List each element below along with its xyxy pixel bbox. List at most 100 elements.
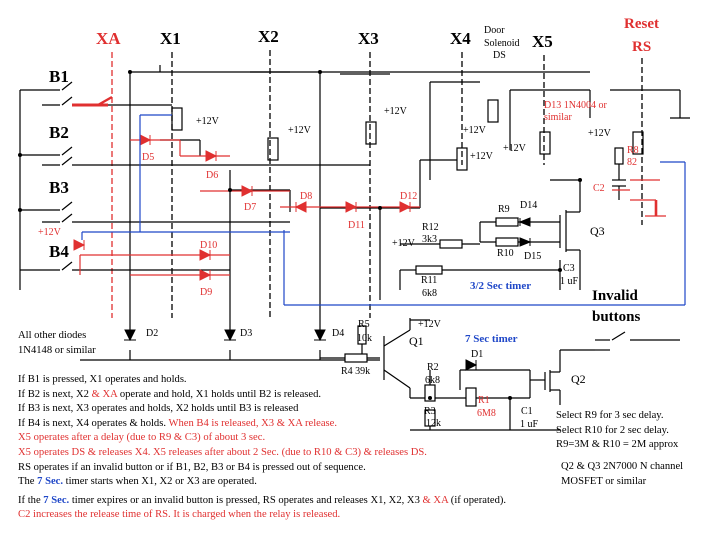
v12-label: +12V: [503, 143, 527, 154]
note-text-blue: 7 Sec.: [43, 494, 70, 506]
r4-label: R4 39k: [341, 366, 370, 377]
reset-label-1: Reset: [624, 16, 659, 32]
d2-label: D2: [146, 328, 158, 339]
delay-note-3: R9=3M & R10 = 2M approx: [556, 439, 679, 451]
r5-label: R5: [358, 319, 370, 330]
diode-note-line-2: 1N4148 or similar: [18, 344, 96, 356]
relay-xa-label: XA: [96, 29, 121, 48]
note-line: If the 7 Sec. timer expires or an invali…: [18, 494, 538, 509]
c2-label: C2: [593, 183, 605, 194]
door-label-2: Solenoid: [484, 38, 520, 49]
button-b4-label: B4: [49, 242, 69, 261]
invalid-buttons-title: Invalid buttons: [592, 286, 640, 328]
button-b3-label: B3: [49, 178, 69, 197]
mosfet-note: Q2 & Q3 2N7000 N channel MOSFET or simil…: [561, 460, 683, 489]
r12-label: R12: [422, 222, 439, 233]
v12-label: +12V: [463, 125, 487, 136]
note-text-red: & XA: [91, 388, 118, 400]
d3-label: D3: [240, 328, 252, 339]
note-text-blue: 7 Sec.: [37, 476, 64, 488]
note-line: The 7 Sec. timer starts when X1, X2 or X…: [18, 475, 538, 490]
diode-note-line-1: All other diodes: [18, 330, 87, 341]
relay-x3-label: X3: [358, 29, 379, 48]
supply-labels: +12V +12V +12V +12V +12V +12V +12V +12V …: [38, 106, 612, 330]
q2-label: Q2: [571, 372, 586, 386]
v12-label: +12V: [196, 116, 220, 127]
note-line: If B2 is next, X2 & XA operate and hold,…: [18, 388, 538, 403]
relay-x4-label: X4: [450, 29, 471, 48]
note-text: (if operated).: [448, 494, 507, 506]
note-line: If B1 is pressed, X1 operates and holds.: [18, 374, 187, 385]
c1-value: 1 uF: [520, 419, 539, 430]
note-text: If the: [18, 494, 44, 506]
c3-value: 1 uF: [560, 276, 579, 287]
d11-label: D11: [348, 220, 365, 231]
d4-label: D4: [332, 328, 344, 339]
note-text: operate and hold, X1 holds until B2 is r…: [117, 388, 322, 400]
note-line: RS operates if an invalid button or if B…: [18, 461, 366, 473]
mosfet-note-1: Q2 & Q3 2N7000 N channel: [561, 461, 684, 472]
r11-value: 6k8: [422, 288, 437, 299]
reset-label-2: RS: [632, 39, 651, 55]
v12-label: +12V: [470, 151, 494, 162]
note-text-red: When B4 is released, X3 & XA release.: [168, 417, 338, 429]
d5-label: D5: [142, 152, 154, 163]
d13-label-2: similar: [544, 112, 572, 123]
component-labels: D2 D3 D4 D5 D6 D7 D8 D9 D10 D11 D12 D13 …: [142, 100, 639, 430]
r1-label: R1: [478, 395, 490, 406]
q1-label: Q1: [409, 334, 424, 348]
note-text: If B4 is next, X4 operates & holds.: [18, 417, 169, 429]
v12-label: +12V: [384, 106, 408, 117]
note-line: X5 operates DS & releases X4. X5 release…: [18, 446, 427, 458]
v12-label: +12V: [418, 319, 442, 330]
relay-x1-label: X1: [160, 29, 181, 48]
r8-value: 82: [627, 157, 637, 168]
v12-label: +12V: [38, 227, 62, 238]
note-text: If B2 is next, X2: [18, 388, 92, 400]
d6-label: D6: [206, 170, 218, 181]
d8-label: D8: [300, 191, 312, 202]
d7-label: D7: [244, 202, 256, 213]
invalid-line-1: Invalid: [592, 288, 638, 304]
note-text: timer expires or an invalid button is pr…: [69, 494, 423, 506]
d10-label: D10: [200, 240, 217, 251]
d15-label: D15: [524, 251, 541, 262]
r3-value: 12k: [426, 418, 441, 429]
d1-label: D1: [471, 349, 483, 360]
r12-value: 3k3: [422, 234, 437, 245]
diode-note: All other diodes 1N4148 or similar: [18, 329, 96, 358]
c1-label: C1: [521, 406, 533, 417]
diodes: [124, 217, 532, 371]
operation-notes: If B1 is pressed, X1 operates and holds.…: [18, 373, 538, 523]
v12-label: +12V: [288, 125, 312, 136]
d9-label: D9: [200, 287, 212, 298]
relay-x5-label: X5: [532, 32, 553, 51]
timer-wiring: [81, 114, 686, 306]
note-line: If B4 is next, X4 operates & holds. When…: [18, 417, 538, 432]
r10-label: R10: [497, 248, 514, 259]
v12-label: +12V: [588, 128, 612, 139]
xa-wiring: [72, 95, 666, 276]
r5-value: 10k: [357, 333, 372, 344]
note-text: timer starts when X1, X2 or X3 are opera…: [63, 476, 257, 488]
resistors: [344, 217, 519, 427]
note-line: C2 increases the release time of RS. It …: [18, 509, 341, 521]
door-label-3: DS: [493, 50, 506, 61]
note-text-red: & XA: [422, 494, 449, 506]
r2-value: 6k8: [425, 375, 440, 386]
r2-label: R2: [427, 362, 439, 373]
d12-label: D12: [400, 191, 417, 202]
note-line: X5 operates after a delay (due to R9 & C…: [18, 432, 266, 444]
r11-label: R11: [421, 275, 437, 286]
r1-value: 6M8: [477, 408, 496, 419]
relay-x2-label: X2: [258, 27, 279, 46]
button-b1-label: B1: [49, 67, 69, 86]
timer-32-label: 3/2 Sec timer: [470, 280, 531, 292]
c3-label: C3: [563, 263, 575, 274]
delay-notes: Select R9 for 3 sec delay. Select R10 fo…: [556, 409, 678, 453]
mosfet-note-2: MOSFET or similar: [561, 475, 647, 487]
timer-7-label: 7 Sec timer: [465, 333, 518, 345]
r3-label: R3: [424, 406, 436, 417]
